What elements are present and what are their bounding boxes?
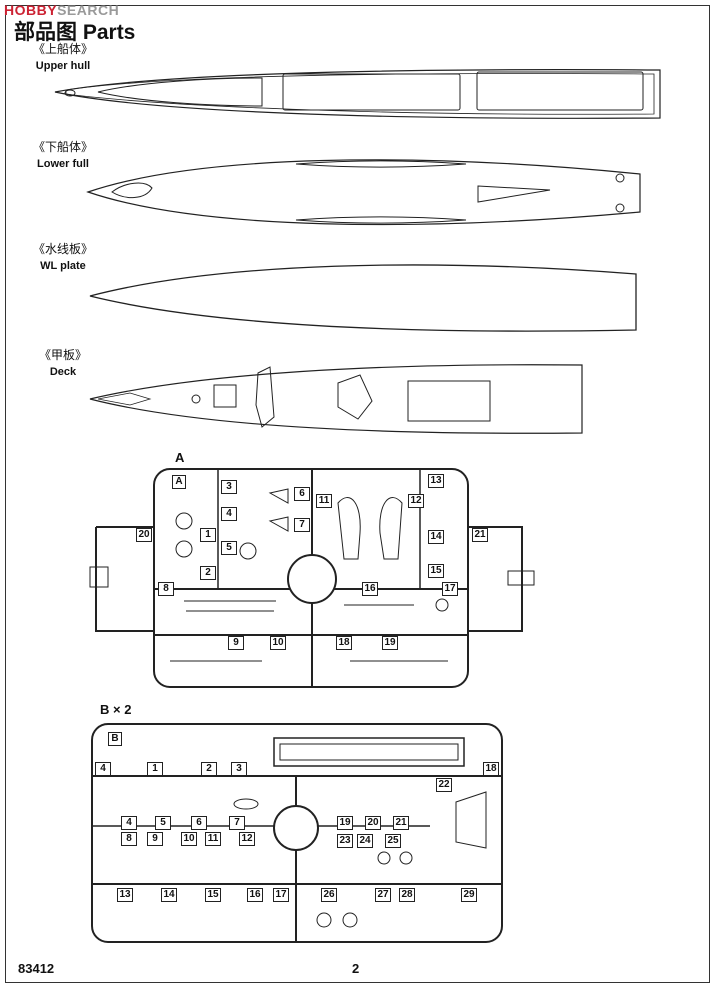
part-number: 17 [442,582,458,596]
sprue-b-label: B × 2 [100,702,132,717]
caption-lower-hull: 《下船体》 Lower full [18,140,108,171]
lower-hull-drawing [86,159,641,226]
part-number: 7 [229,816,245,830]
part-number: 14 [428,530,444,544]
part-number: 6 [294,487,310,501]
caption-en: WL plate [40,260,86,272]
part-number: 9 [147,832,163,846]
part-number: 15 [205,888,221,902]
part-number: 25 [385,834,401,848]
caption-wl-plate: 《水线板》 WL plate [18,242,108,273]
watermark: HOBBYSEARCH [4,2,119,18]
caption-en: Upper hull [35,60,91,72]
sprue-b-frame [91,723,503,943]
part-number: 6 [191,816,207,830]
part-number: 26 [321,888,337,902]
part-number: 4 [121,816,137,830]
part-number: 21 [393,816,409,830]
upper-hull-drawing [54,69,661,119]
part-number: 8 [158,582,174,596]
part-number: 28 [399,888,415,902]
part-number: 12 [239,832,255,846]
caption-cn: 《下船体》 [32,140,93,154]
part-number: 22 [436,778,452,792]
part-number: 2 [201,762,217,776]
part-number: 15 [428,564,444,578]
caption-en: Deck [49,366,77,378]
part-number: 18 [483,762,499,776]
part-number: 23 [337,834,353,848]
caption-cn: 《上船体》 [32,42,93,56]
part-number: 5 [155,816,171,830]
part-number: 1 [200,528,216,542]
sprue-b-tag: B [108,732,122,746]
part-number: 10 [181,832,197,846]
part-number: 9 [228,636,244,650]
part-number: 14 [161,888,177,902]
part-number: 11 [316,494,332,508]
caption-cn: 《水线板》 [32,242,93,256]
part-number: 3 [221,480,237,494]
part-number: 7 [294,518,310,532]
caption-en: Lower full [37,158,89,170]
part-number: 4 [95,762,111,776]
watermark-hobby: HOBBY [4,2,58,18]
part-number: 12 [408,494,424,508]
part-number: 27 [375,888,391,902]
sprue-a-tag: A [172,475,186,489]
part-number: 16 [247,888,263,902]
part-number: 2 [200,566,216,580]
part-number: 16 [362,582,378,596]
caption-upper-hull: 《上船体》 Upper hull [18,42,108,73]
part-number: 20 [365,816,381,830]
deck-drawing [89,364,583,434]
part-number: 24 [357,834,373,848]
part-number: 17 [273,888,289,902]
part-number: 13 [428,474,444,488]
sprue-a-frame [89,468,535,688]
part-number: 19 [382,636,398,650]
part-number: 20 [136,528,152,542]
part-number: 5 [221,541,237,555]
part-number: 3 [231,762,247,776]
part-number: 11 [205,832,221,846]
page-title: 部品图 Parts [14,21,136,44]
part-number: 21 [472,528,488,542]
part-number: 13 [117,888,133,902]
wl-plate-drawing [89,264,637,332]
caption-cn: 《甲板》 [38,348,87,362]
part-number: 8 [121,832,137,846]
part-number: 19 [337,816,353,830]
part-number: 18 [336,636,352,650]
part-number: 29 [461,888,477,902]
product-code: 83412 [18,961,55,976]
part-number: 1 [147,762,163,776]
sprue-a-label: A [175,450,185,465]
part-number: 4 [221,507,237,521]
caption-deck: 《甲板》 Deck [18,348,108,379]
page-number: 2 [352,961,360,976]
watermark-search: SEARCH [57,2,120,18]
page-frame [5,5,710,983]
part-number: 10 [270,636,286,650]
